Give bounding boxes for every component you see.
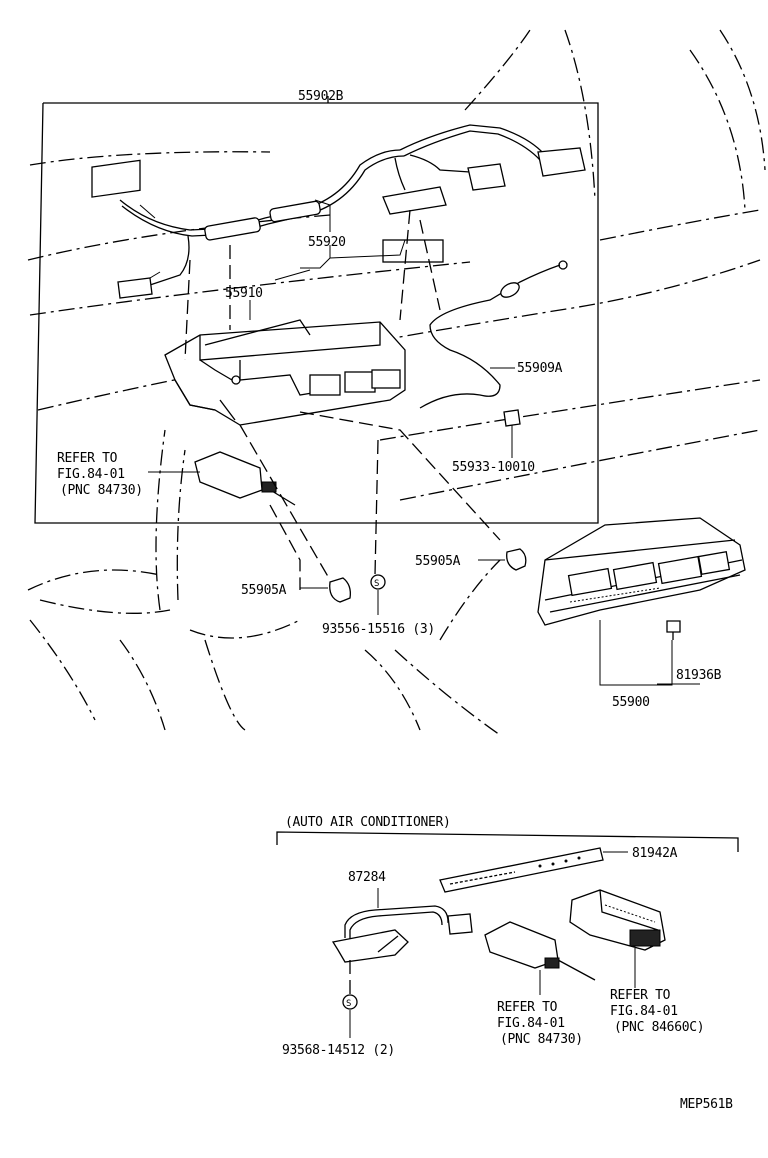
sensor-bracket-87284 xyxy=(331,888,473,995)
dashboard-outline-lines xyxy=(27,29,766,736)
control-assembly-55900 xyxy=(537,517,746,626)
label-refer-to-lower-right-2: FIG.84-01 xyxy=(610,1004,678,1019)
label-93568-14512: 93568-14512 (2) xyxy=(282,1043,395,1058)
label-refer-to-lower-right-1: REFER TO xyxy=(610,988,671,1003)
screw-81936b xyxy=(666,620,681,640)
label-93556-15516: 93556-15516 (3) xyxy=(322,622,435,637)
sensor-84730-upper xyxy=(194,451,296,506)
screw-symbol-icon xyxy=(370,574,386,590)
screw-symbol-text-lower: S xyxy=(346,999,351,1009)
label-81942a: 81942A xyxy=(632,846,678,861)
bush-55905a-right xyxy=(506,548,527,571)
bush-55905a-left xyxy=(329,577,351,603)
panel-body-55910 xyxy=(164,319,406,426)
label-55910: 55910 xyxy=(225,286,263,301)
auto-section-bracket xyxy=(276,831,739,852)
screw-symbol-text: S xyxy=(374,579,379,589)
leader-lines-upper xyxy=(148,199,700,686)
label-55900: 55900 xyxy=(612,695,650,710)
screw-symbol-icon-lower xyxy=(342,994,358,1010)
assembly-frame xyxy=(34,102,599,524)
control-cable-55909a xyxy=(419,260,568,409)
label-81936b: 81936B xyxy=(676,668,722,683)
label-auto-air-conditioner: (AUTO AIR CONDITIONER) xyxy=(285,815,451,830)
label-refer-to-upper-3: (PNC 84730) xyxy=(60,483,143,498)
assembly-dashed-lines xyxy=(184,209,501,590)
label-55909a: 55909A xyxy=(517,361,563,376)
module-84660c xyxy=(569,889,666,988)
label-55933-10010: 55933-10010 xyxy=(452,460,535,475)
label-55905a-right: 55905A xyxy=(415,554,461,569)
figure-code: MEP561B xyxy=(680,1097,733,1112)
label-refer-to-lower-right-3: (PNC 84660C) xyxy=(614,1020,704,1035)
label-55920: 55920 xyxy=(308,235,346,250)
label-refer-to-lower-mid-2: FIG.84-01 xyxy=(497,1016,565,1031)
sensor-84730-lower xyxy=(484,921,596,995)
wire-harness-55902b xyxy=(91,124,586,299)
label-55905a-left: 55905A xyxy=(241,583,287,598)
label-87284: 87284 xyxy=(348,870,386,885)
label-refer-to-lower-mid-1: REFER TO xyxy=(497,1000,558,1015)
label-refer-to-lower-mid-3: (PNC 84730) xyxy=(500,1032,583,1047)
sensor-strip-81942a xyxy=(439,847,628,893)
clip-55933 xyxy=(503,409,521,427)
label-55902b: 55902B xyxy=(298,89,344,104)
label-refer-to-upper-2: FIG.84-01 xyxy=(57,467,125,482)
label-refer-to-upper-1: REFER TO xyxy=(57,451,118,466)
